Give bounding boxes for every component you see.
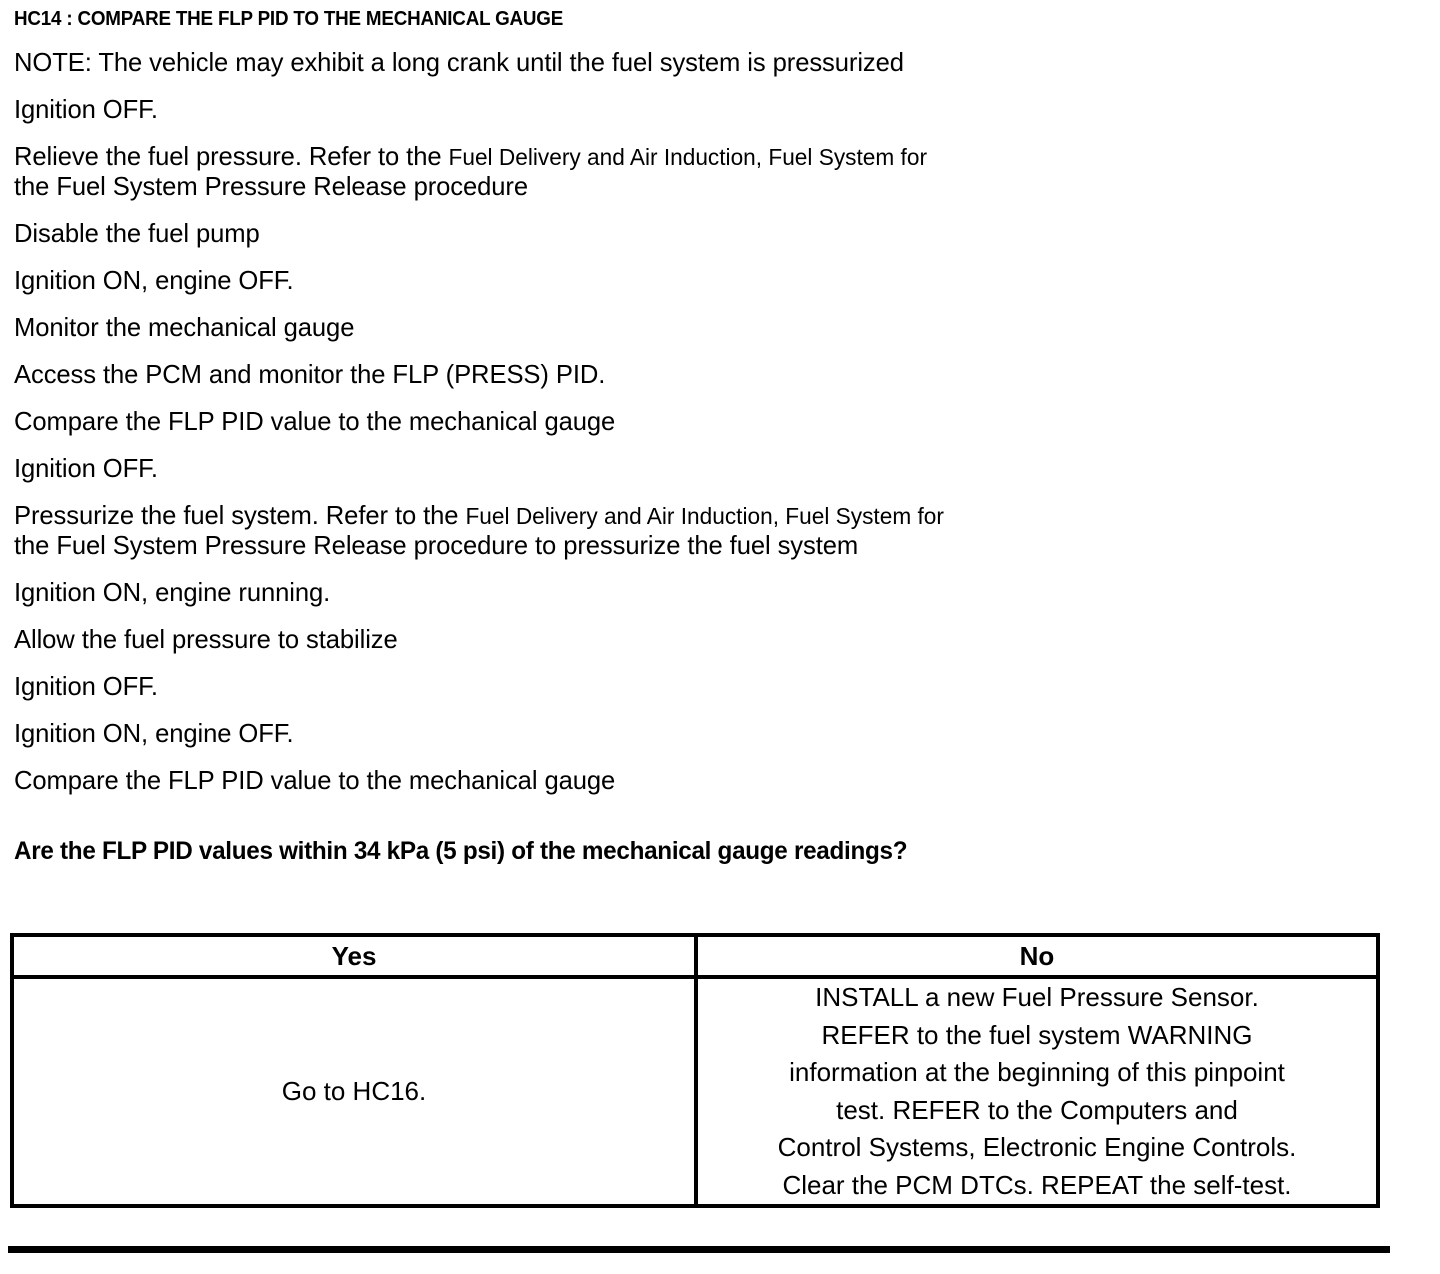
cross-reference-link[interactable]: Fuel Delivery and Air Induction [465, 503, 773, 529]
column-header-no: No [694, 933, 1380, 979]
column-header-yes: Yes [10, 933, 698, 979]
step-tail-text: the Fuel System Pressure Release procedu… [14, 171, 529, 201]
footer-divider [8, 1246, 1390, 1253]
no-action-cell[interactable]: INSTALL a new Fuel Pressure Sensor. REFE… [694, 975, 1380, 1208]
no-action-line: REFER to the fuel system WARNING [821, 1019, 1253, 1050]
yes-action-cell[interactable]: Go to HC16. [10, 975, 698, 1208]
no-action-line: INSTALL a new Fuel Pressure Sensor. [815, 982, 1259, 1012]
cross-reference-link[interactable]: Fuel Delivery and Air Induction [448, 144, 756, 170]
table-row: Go to HC16. INSTALL a new Fuel Pressure … [10, 975, 1380, 1208]
no-action-line: test. REFER to the Computers and [836, 1094, 1238, 1125]
table-header-row: Yes No [10, 933, 1380, 979]
step-lead-text: Relieve the fuel pressure. Refer to the [14, 141, 449, 171]
no-action-line: Clear the PCM DTCs. REPEAT the self-test… [782, 1169, 1292, 1200]
step-ignition-off-2: Ignition OFF. [14, 453, 158, 483]
step-relieve-fuel-pressure: Relieve the fuel pressure. Refer to the … [14, 142, 1393, 201]
step-ignition-on-engine-off-1: Ignition ON, engine OFF. [14, 265, 294, 295]
step-ignition-off-3: Ignition OFF. [14, 671, 158, 701]
step-compare-flp-2: Compare the FLP PID value to the mechani… [14, 765, 616, 795]
step-mid-text: , Fuel System for [755, 144, 927, 170]
no-action-line: information at the beginning of this pin… [789, 1057, 1285, 1087]
step-lead-text: Pressurize the fuel system. Refer to the [14, 500, 466, 530]
step-tail-text: the Fuel System Pressure Release procedu… [14, 530, 859, 560]
decision-question: Are the FLP PID values within 34 kPa (5 … [14, 837, 908, 865]
step-disable-fuel-pump: Disable the fuel pump [14, 218, 260, 248]
page-title: HC14 : COMPARE THE FLP PID TO THE MECHAN… [14, 8, 564, 30]
step-ignition-on-engine-running: Ignition ON, engine running. [14, 577, 331, 607]
step-mid-text: , Fuel System for [772, 503, 944, 529]
step-access-pcm: Access the PCM and monitor the FLP (PRES… [14, 359, 606, 389]
step-note: NOTE: The vehicle may exhibit a long cra… [14, 47, 904, 77]
step-ignition-off-1: Ignition OFF. [14, 94, 158, 124]
step-ignition-on-engine-off-2: Ignition ON, engine OFF. [14, 718, 294, 748]
no-action-line: Control Systems, Electronic Engine Contr… [777, 1132, 1297, 1162]
step-pressurize-fuel-system: Pressurize the fuel system. Refer to the… [14, 501, 1393, 560]
decision-table: Yes No Go to HC16. INSTALL a new Fuel Pr… [10, 933, 1380, 1208]
step-monitor-mechanical-gauge: Monitor the mechanical gauge [14, 312, 355, 342]
step-allow-stabilize: Allow the fuel pressure to stabilize [14, 624, 398, 654]
step-list: NOTE: The vehicle may exhibit a long cra… [14, 48, 1414, 813]
step-compare-flp-1: Compare the FLP PID value to the mechani… [14, 406, 616, 436]
